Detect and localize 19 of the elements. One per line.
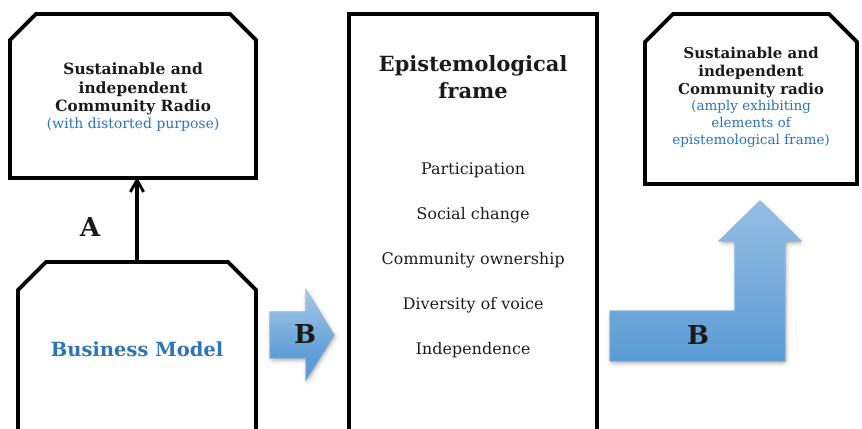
- block-arrow: [610, 200, 802, 362]
- edge-label: B: [294, 322, 316, 348]
- list-item: Social change: [416, 204, 530, 223]
- box-title: Epistemological frame: [378, 50, 568, 105]
- box-note: (with distorted purpose): [46, 116, 220, 133]
- frame-box: [347, 12, 599, 429]
- box-title: Sustainable and independent Community Radio: [54, 60, 212, 116]
- edge-label: A: [80, 215, 100, 241]
- box-title: Business Model: [50, 338, 224, 362]
- list-item: Diversity of voice: [402, 294, 544, 314]
- edge-label: B: [687, 323, 709, 349]
- arrow: [128, 178, 146, 260]
- box-title: Sustainable and independent Community radio: [677, 44, 825, 98]
- list-item: Participation: [420, 158, 526, 178]
- list-item: Independence: [416, 339, 530, 359]
- list-item: Community ownership: [381, 248, 565, 268]
- box-note: (amply exhibiting elements of epistemological frame): [671, 98, 831, 149]
- octagon-box: [16, 260, 258, 429]
- block-arrow: [270, 288, 335, 382]
